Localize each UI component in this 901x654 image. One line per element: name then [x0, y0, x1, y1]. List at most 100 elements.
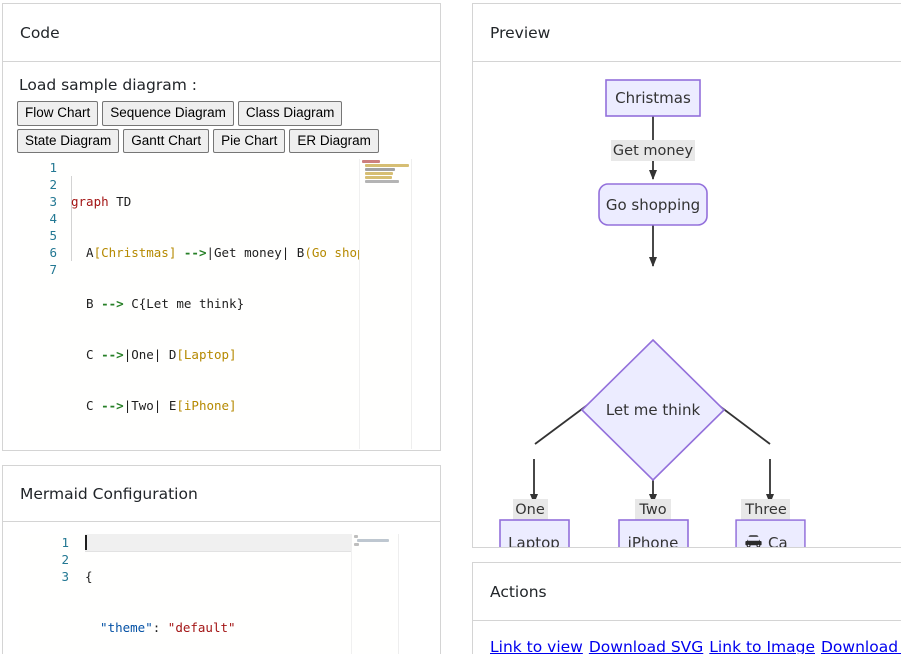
- code-token-plain: C: [71, 347, 101, 362]
- mermaid-flowchart-svg[interactable]: Get money One Two Three Christmas: [473, 62, 901, 548]
- link-to-image[interactable]: Link to Image: [709, 638, 815, 654]
- preview-panel-body: Get money One Two Three Christmas: [473, 62, 901, 548]
- download-png-link[interactable]: Download PNG: [821, 638, 901, 654]
- config-token-value: "default": [168, 620, 236, 635]
- edge-label-text: Three: [744, 502, 787, 518]
- edge-label-two: Two: [635, 499, 671, 520]
- actions-panel-title: Actions: [490, 583, 547, 601]
- code-panel-title: Code: [20, 24, 60, 42]
- node-label: Ca: [768, 534, 788, 548]
- code-token-plain: |One| D: [124, 347, 177, 362]
- edge-label-get-money: Get money: [611, 140, 695, 161]
- sample-button-flow-chart[interactable]: Flow Chart: [17, 101, 98, 126]
- line-number: 5: [19, 227, 65, 244]
- line-number: 2: [19, 551, 77, 568]
- config-token-colon: :: [153, 620, 168, 635]
- actions-panel: Actions Link to viewDownload SVGLink to …: [472, 562, 901, 654]
- actions-panel-header: Actions: [473, 563, 901, 621]
- code-token-plain: TD: [109, 194, 132, 209]
- node-let-me-think[interactable]: Let me think: [582, 340, 724, 480]
- preview-panel-title: Preview: [490, 24, 550, 42]
- code-token-bracket: [iPhone]: [176, 398, 236, 413]
- code-line-4: C -->|One| D[Laptop]: [71, 346, 387, 363]
- actions-panel-body: Link to view Download SVG Link to Image Dow…: [473, 621, 901, 654]
- code-token-plain: C: [71, 398, 101, 413]
- mermaid-config-editor[interactable]: 1 2 3 { "theme": "default" }: [19, 534, 424, 654]
- edge-label-text: One: [515, 502, 545, 518]
- edge-label-three: Three: [741, 499, 790, 520]
- minimap-line: [354, 535, 358, 538]
- sample-button-er-diagram[interactable]: ER Diagram: [289, 129, 379, 154]
- line-number: 6: [19, 244, 65, 261]
- minimap-line: [365, 164, 409, 167]
- node-label: Let me think: [606, 401, 701, 419]
- code-editor-minimap[interactable]: [359, 159, 411, 449]
- node-label: Laptop: [508, 534, 560, 548]
- code-token-arrow: -->: [101, 296, 124, 311]
- download-svg-link[interactable]: Download SVG: [589, 638, 703, 654]
- preview-panel: Preview: [472, 3, 901, 548]
- config-line-1: {: [85, 568, 236, 585]
- node-car[interactable]: Ca: [736, 520, 805, 548]
- node-go-shopping[interactable]: Go shopping: [599, 184, 707, 225]
- config-line-2: "theme": "default": [85, 619, 236, 636]
- config-token-key: "theme": [85, 620, 153, 635]
- line-number: 4: [19, 210, 65, 227]
- config-panel-body: 1 2 3 { "theme": "default" }: [3, 522, 440, 654]
- sample-button-sequence-diagram[interactable]: Sequence Diagram: [102, 101, 234, 126]
- node-iphone[interactable]: iPhone: [619, 520, 688, 548]
- sample-button-gantt-chart[interactable]: Gantt Chart: [123, 129, 209, 154]
- load-sample-label: Load sample diagram :: [19, 76, 440, 94]
- code-token-bracket: [Christmas]: [94, 245, 177, 260]
- code-token-keyword: graph: [71, 194, 109, 209]
- config-editor-scrollbar[interactable]: [410, 534, 424, 654]
- minimap-line: [354, 543, 359, 546]
- code-token-plain: |Get money| B: [206, 245, 304, 260]
- sample-button-state-diagram[interactable]: State Diagram: [17, 129, 119, 154]
- code-token-plain: B: [71, 296, 101, 311]
- config-editor-minimap[interactable]: [351, 534, 398, 654]
- code-panel-body: Load sample diagram : Flow Chart Sequenc…: [3, 62, 440, 451]
- edge-label-text: Get money: [613, 143, 694, 159]
- action-links: Link to view Download SVG Link to Image Dow…: [490, 638, 901, 654]
- sample-buttons-row-2: State Diagram Gantt Chart Pie Chart ER D…: [17, 129, 440, 154]
- mermaid-configuration-panel: Mermaid Configuration 1 2 3 { "theme": "…: [2, 465, 441, 654]
- node-laptop[interactable]: Laptop: [500, 520, 569, 548]
- code-panel-header: Code: [3, 4, 440, 62]
- minimap-line: [365, 172, 393, 175]
- config-editor-text[interactable]: { "theme": "default" }: [85, 534, 236, 654]
- code-line-3: B --> C{Let me think}: [71, 295, 387, 312]
- code-editor-scrollbar[interactable]: [426, 159, 440, 449]
- config-panel-header: Mermaid Configuration: [3, 466, 440, 522]
- line-number: 1: [19, 159, 65, 176]
- line-number: 3: [19, 568, 77, 585]
- sample-button-class-diagram[interactable]: Class Diagram: [238, 101, 343, 126]
- preview-panel-header: Preview: [473, 4, 901, 62]
- edge-label-one: One: [513, 499, 548, 520]
- sample-buttons-row-1: Flow Chart Sequence Diagram Class Diagra…: [17, 101, 440, 126]
- code-token-space: [176, 245, 184, 260]
- node-label: Go shopping: [606, 196, 700, 214]
- code-token-arrow: -->: [101, 398, 124, 413]
- code-editor-scroll: 1 2 3 4 5 6 7 graph TD A[Christmas] -->|…: [19, 159, 440, 449]
- minimap-line: [365, 176, 392, 179]
- sample-button-pie-chart[interactable]: Pie Chart: [213, 129, 285, 154]
- mermaid-code-editor[interactable]: 1 2 3 4 5 6 7 graph TD A[Christmas] -->|…: [19, 159, 440, 449]
- line-number: 3: [19, 193, 65, 210]
- node-christmas[interactable]: Christmas: [606, 80, 700, 116]
- sample-diagram-buttons: Flow Chart Sequence Diagram Class Diagra…: [17, 101, 440, 153]
- node-label: iPhone: [628, 534, 679, 548]
- code-line-6: C -->|Three| F[fa:fa-car Car]: [71, 448, 387, 449]
- line-number: 7: [19, 261, 65, 278]
- code-line-5: C -->|Two| E[iPhone]: [71, 397, 387, 414]
- text-cursor: [85, 535, 87, 550]
- code-editor-text[interactable]: graph TD A[Christmas] -->|Get money| B(G…: [71, 159, 387, 449]
- line-number: 1: [19, 534, 77, 551]
- code-token-arrow: -->: [184, 245, 207, 260]
- code-token-arrow: -->: [101, 347, 124, 362]
- link-to-view[interactable]: Link to view: [490, 638, 583, 654]
- minimap-line: [362, 160, 380, 163]
- code-line-2: A[Christmas] -->|Get money| B(Go shoppin: [71, 244, 387, 261]
- config-editor-scroll: 1 2 3 { "theme": "default" }: [19, 534, 424, 654]
